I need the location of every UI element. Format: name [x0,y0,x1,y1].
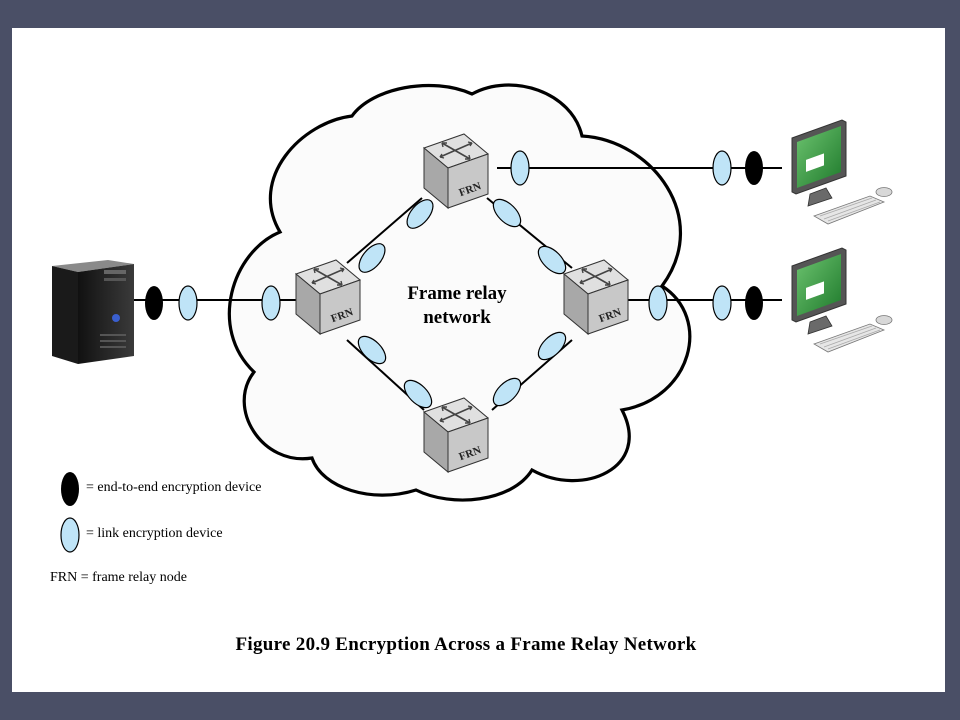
slide: FRN FRN FRN FRN [12,28,945,692]
legend-end-to-end-symbol [61,472,79,506]
link-encryption-device [492,198,522,228]
link-encryption-device [537,331,567,361]
link-encryption-device [357,335,387,365]
desktop-computer-icon [791,119,893,225]
end-to-end-encryption-devices [145,151,763,320]
network-diagram: FRN FRN FRN FRN [52,83,893,553]
link-encryption-device [178,285,198,321]
link-encryption-device [358,243,386,273]
cloud-label: Frame relay network [392,282,522,330]
legend-link-text: = link encryption device [86,526,223,541]
frame-relay-node-right: FRN [563,259,629,335]
end-to-end-encryption-device [745,151,763,185]
link-encryption-device [712,285,732,321]
end-to-end-encryption-device [145,286,163,320]
link-encryption-device [537,245,567,275]
frame-relay-node-bottom: FRN [423,397,489,473]
legend-frn-text: FRN = frame relay node [50,570,187,585]
legend-link-symbol [60,517,80,553]
frame-relay-node-top: FRN [423,133,489,209]
frame-relay-cloud [227,83,692,502]
cloud-label-line1: Frame relay [407,283,507,304]
tower-server-icon [52,260,134,364]
link-encryption-device [492,377,522,407]
link-encryption-device [261,285,281,321]
legend-end-to-end-text: = end-to-end encryption device [86,480,262,495]
link-encryption-devices [178,150,732,409]
link-encryption-device [403,379,433,409]
link-encryption-device [648,285,668,321]
link-encryption-device [712,150,732,186]
figure-caption: Figure 20.9 Encryption Across a Frame Re… [235,634,697,655]
frame-relay-node-left: FRN [295,259,361,335]
link-encryption-device [406,199,434,229]
link-encryption-device [510,150,530,186]
cloud-label-line2: network [423,307,491,328]
desktop-computer-icon [791,247,893,353]
end-to-end-encryption-device [745,286,763,320]
